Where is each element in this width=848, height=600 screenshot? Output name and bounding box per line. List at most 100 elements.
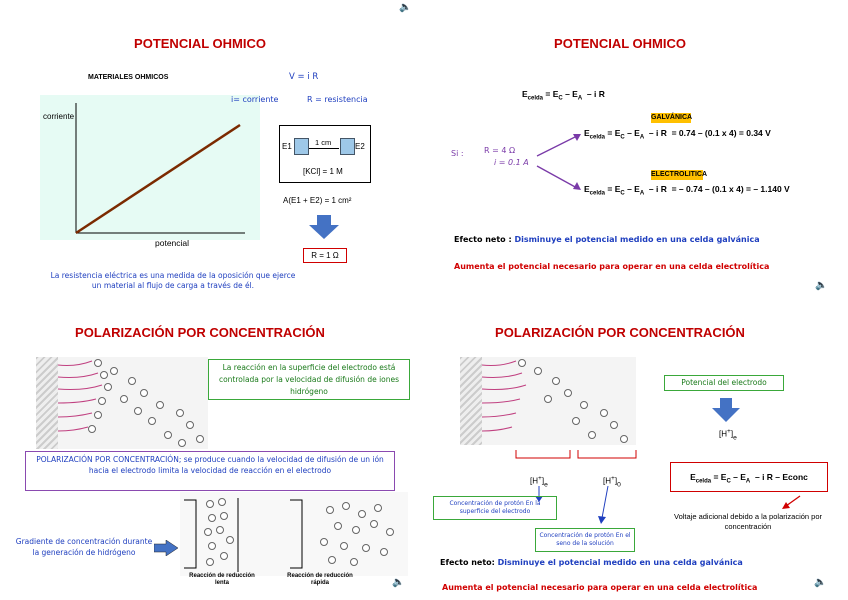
- area-label: A(E1 + E2) = 1 cm²: [283, 196, 352, 205]
- ion-particle: [340, 542, 348, 550]
- ion-particle: [148, 417, 156, 425]
- ion-particle: [328, 556, 336, 564]
- efecto-neto-label-2: Efecto neto:: [440, 558, 495, 567]
- ion-particle: [588, 431, 596, 439]
- ion-particle: [386, 528, 394, 536]
- blue-arrow-down-2: [598, 486, 609, 524]
- reduction-diagrams: [180, 492, 408, 576]
- ion-particle: [226, 536, 234, 544]
- y-axis-label: corriente: [43, 112, 75, 121]
- ion-particle: [128, 377, 136, 385]
- diffusion-lines: [57, 360, 103, 432]
- ion-particle: [156, 401, 164, 409]
- ion-particle: [350, 558, 358, 566]
- galvanic-equation: Ecelda = EC – EA – i R = 0.74 – (0.1 x 4…: [584, 128, 771, 141]
- e2-label: E2: [355, 142, 365, 151]
- speaker-icon[interactable]: 🔈: [814, 577, 827, 588]
- ion-particle: [216, 526, 224, 534]
- distance-label: 1 cm: [315, 138, 332, 147]
- slide3-title: POLARIZACIÓN POR CONCENTRACIÓN: [75, 325, 325, 340]
- branch-arrows: [536, 134, 581, 190]
- ion-particle: [218, 498, 226, 506]
- ion-particle: [196, 435, 204, 443]
- ion-particle: [176, 409, 184, 417]
- h-e-label: [H+]e: [530, 475, 548, 489]
- ohmic-line: [75, 123, 241, 235]
- ion-particle: [178, 439, 186, 447]
- ion-particle: [104, 383, 112, 391]
- ohmic-chart-svg: [75, 103, 245, 235]
- ion-particle: [572, 417, 580, 425]
- electrolytic-equation: Ecelda = EC – EA – i R = – 0.74 – (0.1 x…: [584, 184, 790, 197]
- ion-particle: [362, 544, 370, 552]
- ion-particle: [134, 407, 142, 415]
- ion-particle: [204, 528, 212, 536]
- slide4-title: POLARIZACIÓN POR CONCENTRACIÓN: [495, 325, 745, 340]
- ion-particle: [564, 389, 572, 397]
- green-info-box: La reacción en la superficie del electro…: [208, 359, 410, 400]
- efecto-neto: Efecto neto : Disminuye el potencial med…: [454, 235, 760, 244]
- cell-diagram: [279, 125, 371, 183]
- x-axis-label: potencial: [155, 238, 190, 248]
- electrolitica-tag: ELECTROLITICA: [651, 170, 707, 180]
- ion-particle: [164, 431, 172, 439]
- resistance-note-line1: La resistencia eléctrica es una medida d…: [50, 271, 296, 280]
- efecto-neto-label: Efecto neto :: [454, 235, 512, 244]
- potencial-electrodo-box: Potencial del electrodo: [664, 375, 784, 391]
- concentration-brackets: [515, 450, 637, 459]
- slide1-title: POTENCIAL OHMICO: [134, 36, 266, 51]
- ion-particle: [370, 520, 378, 528]
- ion-particle: [208, 514, 216, 522]
- ion-particle: [220, 552, 228, 560]
- ion-particle: [380, 548, 388, 556]
- ion-particle: [620, 435, 628, 443]
- rapida-label: Reacción de reducción rápida: [287, 573, 353, 586]
- ion-particle: [206, 558, 214, 566]
- ion-particle: [580, 401, 588, 409]
- ion-particle: [518, 359, 526, 367]
- ion-particle: [552, 377, 560, 385]
- aumenta-text: Aumenta el potencial necesario para oper…: [454, 262, 770, 271]
- ion-particle: [358, 510, 366, 518]
- speaker-icon[interactable]: 🔈: [399, 2, 412, 13]
- distance-arrow: [309, 148, 339, 149]
- ion-particle: [208, 542, 216, 550]
- ion-particle: [206, 500, 214, 508]
- i-value: i = 0.1 A: [494, 158, 529, 167]
- ion-particle: [110, 367, 118, 375]
- down-arrow-icon: [309, 215, 339, 239]
- ion-particle: [374, 504, 382, 512]
- right-arrow-icon: [154, 540, 178, 556]
- ion-particle: [326, 506, 334, 514]
- aumenta-text-2: Aumenta el potencial necesario para oper…: [442, 583, 758, 592]
- slide2-title: POTENCIAL OHMICO: [554, 36, 686, 51]
- efecto-neto-text-2: Disminuye el potencial medido en una cel…: [497, 558, 743, 567]
- ion-particle: [352, 526, 360, 534]
- diffusion-diagram: [36, 357, 208, 449]
- speaker-icon[interactable]: 🔈: [392, 577, 405, 588]
- ion-particle: [610, 421, 618, 429]
- voltaje-text: Voltaje adicional debido a la polarizaci…: [673, 512, 823, 531]
- chart-title: MATERIALES OHMICOS: [88, 74, 169, 81]
- efecto-neto-2: Efecto neto: Disminuye el potencial medi…: [440, 558, 743, 567]
- ohmic-chart: [40, 95, 260, 240]
- speaker-icon[interactable]: 🔈: [815, 280, 828, 291]
- ion-particle: [120, 395, 128, 403]
- conc-surface-box: Concentración de protón En la superficie…: [433, 496, 557, 520]
- ion-particle: [220, 512, 228, 520]
- kcl-label: [KCl] = 1 M: [303, 167, 343, 176]
- ion-particle: [534, 367, 542, 375]
- efecto-neto-text: Disminuye el potencial medido en una cel…: [514, 235, 760, 244]
- lenta-label: Reacción de reducción lenta: [189, 573, 255, 586]
- ion-particle: [100, 371, 108, 379]
- ion-particle: [94, 359, 102, 367]
- electrode-surface: [36, 357, 58, 449]
- i-definition: i= corriente: [231, 95, 279, 104]
- ion-particle: [342, 502, 350, 510]
- conc-solution-box: Concentración de protón En el seno de la…: [535, 528, 635, 552]
- red-arrow: [782, 495, 801, 509]
- ion-particle: [320, 538, 328, 546]
- reduction-lines: [184, 498, 303, 572]
- h-0-label: [H+]0: [603, 475, 621, 489]
- conc-equation-box: Ecelda = EC – EA – i R – Econc: [670, 462, 828, 492]
